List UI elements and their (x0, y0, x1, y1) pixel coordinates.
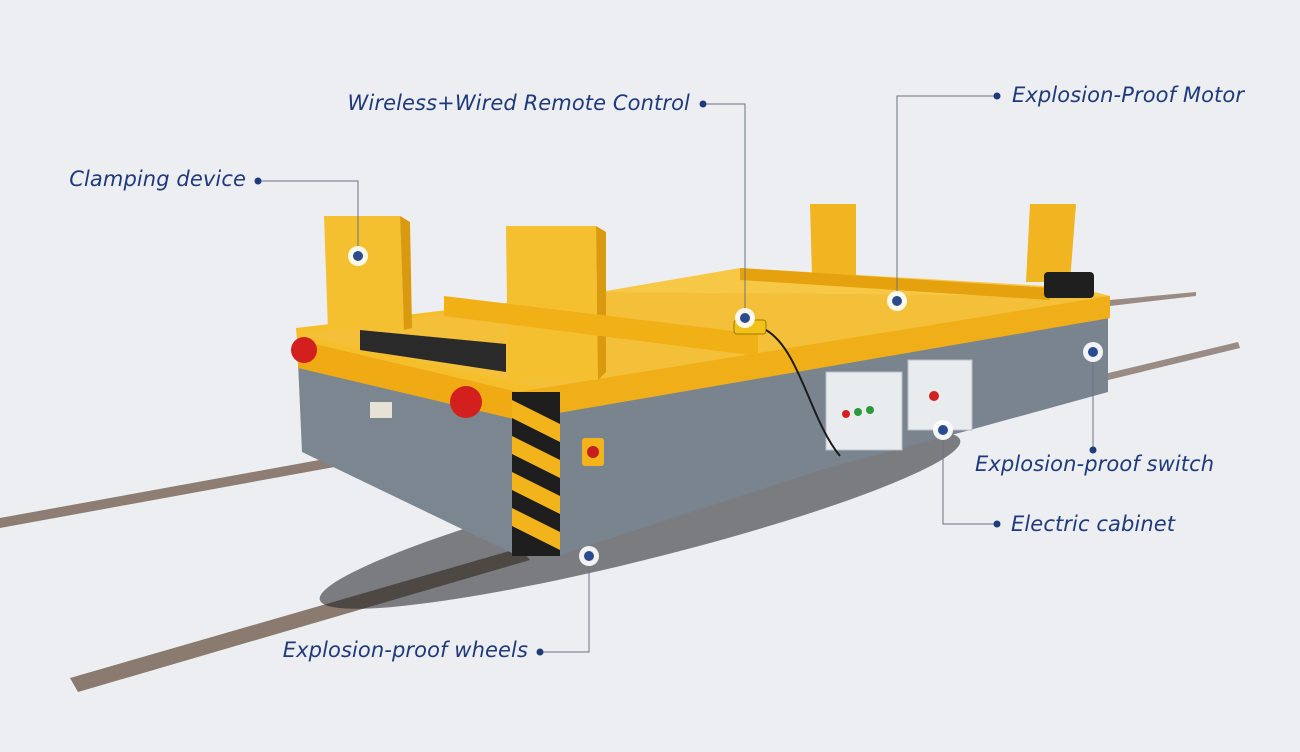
marker-motor (887, 291, 907, 311)
marker-clamping-device (348, 246, 368, 266)
transfer-cart (291, 204, 1110, 556)
marker-remote-control (735, 308, 755, 328)
marker-switch (1083, 342, 1103, 362)
marker-cabinet (933, 420, 953, 440)
label-clamping-device: Clamping device (69, 167, 246, 191)
callout-dots (254, 92, 1097, 656)
callout-markers (348, 246, 1103, 566)
label-motor: Explosion-Proof Motor (1012, 83, 1245, 107)
label-switch: Explosion-proof switch (975, 452, 1215, 476)
label-wheels: Explosion-proof wheels (282, 638, 528, 662)
callout-leaders (258, 95, 1094, 653)
label-cabinet: Electric cabinet (1011, 512, 1176, 536)
marker-wheels (579, 546, 599, 566)
label-remote-control: Wireless+Wired Remote Control (347, 91, 690, 115)
